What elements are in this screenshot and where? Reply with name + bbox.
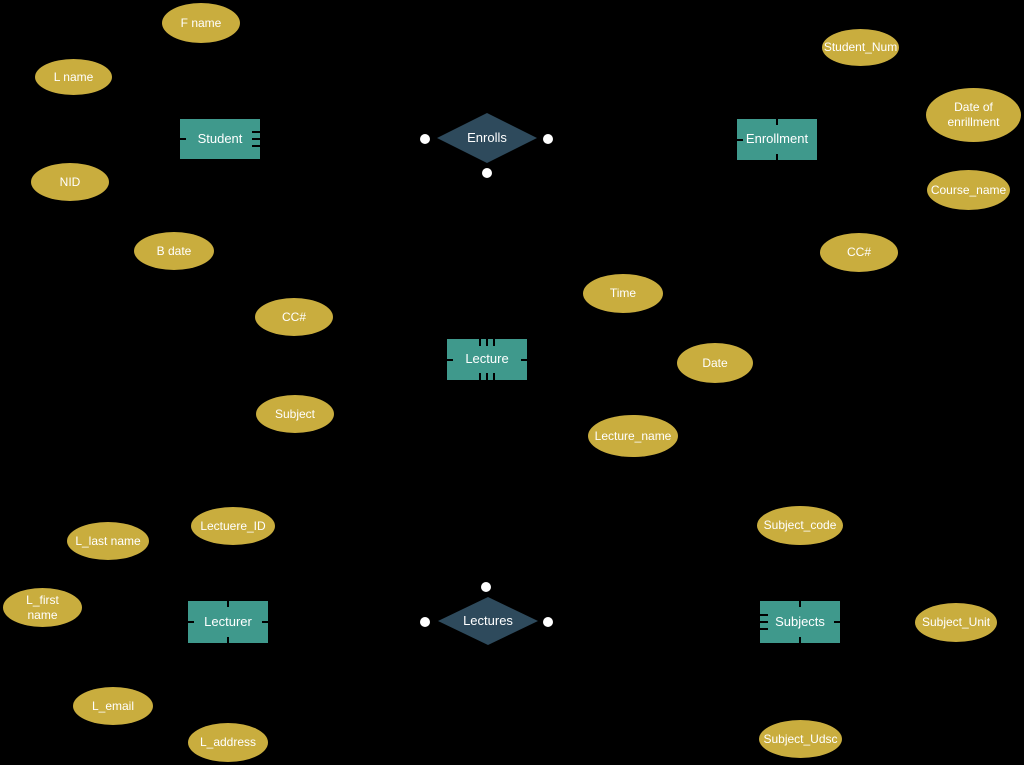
attribute-course-name[interactable]: Course_name <box>927 170 1010 210</box>
cardinality-crowfoot-mark <box>760 614 768 616</box>
cardinality-crowfoot-mark <box>479 373 481 380</box>
attribute-l-name[interactable]: L name <box>35 59 112 95</box>
attribute-nid[interactable]: NID <box>31 163 109 201</box>
attribute-subject[interactable]: Subject <box>256 395 334 433</box>
cardinality-tick-mark <box>521 358 527 361</box>
attribute-f-name[interactable]: F name <box>162 3 240 43</box>
attribute-student-num[interactable]: Student_Num <box>822 29 899 66</box>
cardinality-tick-mark <box>737 138 743 141</box>
entity-student[interactable]: Student <box>180 119 260 159</box>
cardinality-crowfoot-mark <box>252 131 260 133</box>
cardinality-crowfoot-mark <box>252 138 260 140</box>
attribute-lectuere-id[interactable]: Lectuere_ID <box>191 507 275 545</box>
connection-point-dot-lectures-right[interactable] <box>543 617 553 627</box>
attribute-subject-unit[interactable]: Subject_Unit <box>915 603 997 642</box>
cardinality-crowfoot-mark <box>486 373 488 380</box>
cardinality-tick-mark <box>834 621 840 623</box>
cardinality-tick-mark <box>227 637 229 643</box>
attribute-l-first-name[interactable]: L_first name <box>3 588 82 627</box>
entity-label: Enrollment <box>745 131 809 147</box>
cardinality-tick-mark <box>227 601 229 607</box>
attribute-l-email[interactable]: L_email <box>73 687 153 725</box>
cardinality-tick-mark <box>799 637 801 643</box>
connection-point-dot-lectures-left[interactable] <box>420 617 430 627</box>
attribute-l-address[interactable]: L_address <box>188 723 268 762</box>
cardinality-crowfoot-mark <box>252 145 260 147</box>
cardinality-tick-mark <box>447 358 453 361</box>
cardinality-tick-mark <box>262 621 268 623</box>
cardinality-crowfoot-mark <box>486 339 488 346</box>
attribute-cc-enrollment[interactable]: CC# <box>820 233 898 272</box>
entity-enrollment[interactable]: Enrollment <box>737 119 817 160</box>
entity-label: Lecturer <box>204 613 252 629</box>
cardinality-tick-mark <box>188 621 194 623</box>
entity-lecture[interactable]: Lecture <box>447 339 527 380</box>
relationship-lectures[interactable]: Lectures <box>438 597 538 645</box>
attribute-subject-udsc[interactable]: Subject_Udsc <box>759 720 842 758</box>
attribute-date-of-enrillment[interactable]: Date of enrillment <box>926 88 1021 142</box>
entity-subjects[interactable]: Subjects <box>760 601 840 643</box>
cardinality-crowfoot-mark <box>493 339 495 346</box>
cardinality-tick-mark <box>180 138 186 140</box>
relationship-enrolls[interactable]: Enrolls <box>437 113 537 163</box>
attribute-l-last-name[interactable]: L_last name <box>67 522 149 560</box>
attribute-lecture-name[interactable]: Lecture_name <box>588 415 678 457</box>
entity-label: Student <box>197 130 243 146</box>
connection-point-dot-enrolls-left[interactable] <box>420 134 430 144</box>
attribute-time[interactable]: Time <box>583 274 663 313</box>
attribute-subject-code[interactable]: Subject_code <box>757 506 843 545</box>
cardinality-crowfoot-mark <box>479 339 481 346</box>
cardinality-tick-mark <box>799 601 801 607</box>
cardinality-tick-mark <box>776 119 778 125</box>
attribute-cc-lecture[interactable]: CC# <box>255 298 333 336</box>
cardinality-tick-mark <box>776 154 778 160</box>
cardinality-crowfoot-mark <box>493 373 495 380</box>
entity-label: Subjects <box>775 613 825 629</box>
entity-lecturer[interactable]: Lecturer <box>188 601 268 643</box>
attribute-b-date[interactable]: B date <box>134 232 214 270</box>
connection-point-dot-enrolls-right[interactable] <box>543 134 553 144</box>
cardinality-crowfoot-mark <box>760 621 768 623</box>
entity-label: Lecture <box>465 351 509 367</box>
cardinality-crowfoot-mark <box>760 628 768 630</box>
connection-point-dot-enrolls-bottom[interactable] <box>482 168 492 178</box>
connection-point-dot-lectures-top[interactable] <box>481 582 491 592</box>
attribute-date[interactable]: Date <box>677 343 753 383</box>
